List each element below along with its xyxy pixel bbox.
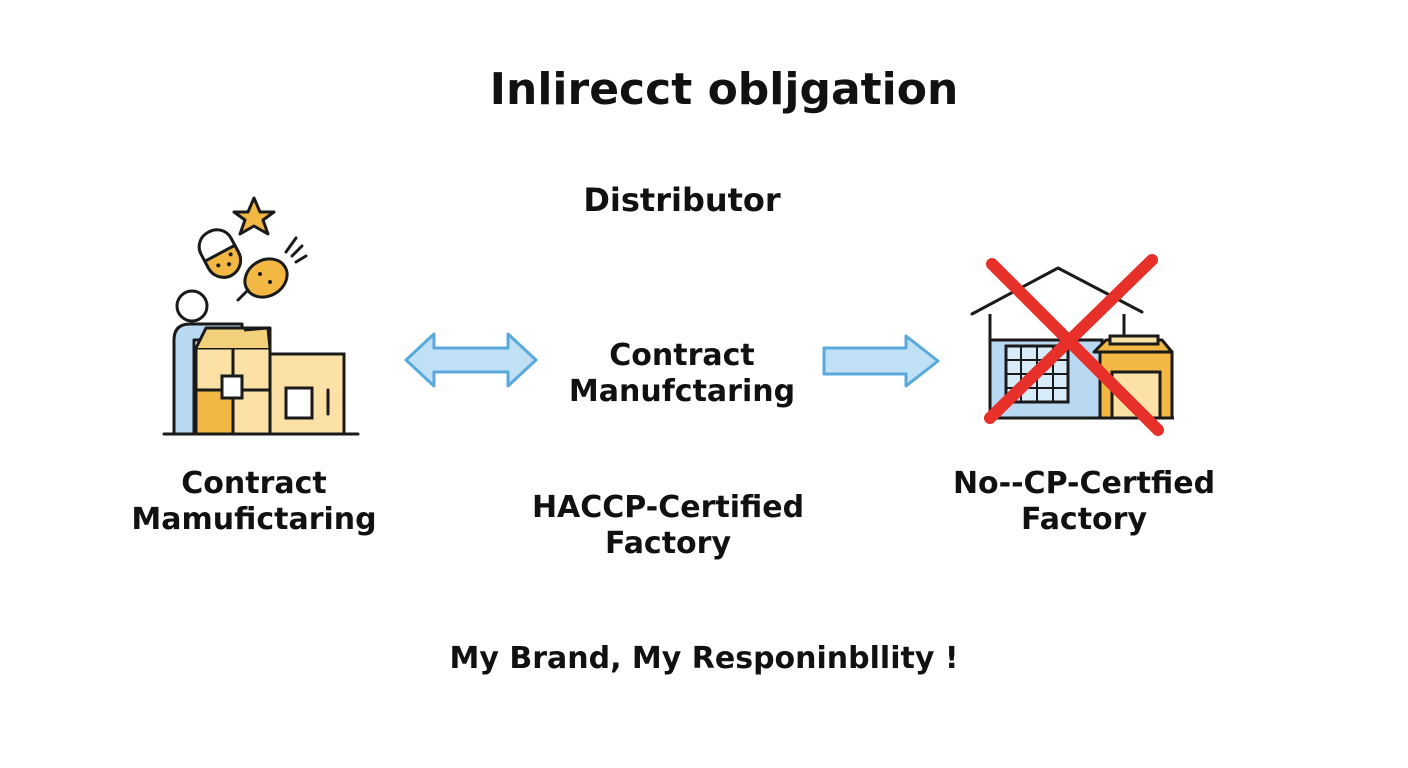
haccp-factory-label: HACCP-Certified Factory (468, 490, 868, 562)
haccp-factory-label-line-1: HACCP-Certified (531, 490, 805, 525)
contract-manufacturing-label-line-1: Contract (609, 338, 755, 373)
left-caption-line-1: Contract (181, 466, 327, 501)
contract-manufacturing-label: Contract Manufctaring (482, 338, 882, 410)
double-arrow-icon (404, 332, 538, 388)
left-caption-line-2: Mamufictaring (131, 502, 377, 537)
non-certified-factory-icon (970, 254, 1174, 436)
right-arrow-icon (822, 334, 940, 388)
distributor-label: Distributor (583, 181, 781, 219)
contract-manufacturing-icon (162, 196, 360, 436)
left-caption: Contract Mamufictaring (104, 466, 404, 538)
right-caption: No--CP-Certfied Factory (934, 466, 1234, 538)
haccp-factory-label-line-2: Factory (604, 526, 732, 561)
slogan: My Brand, My Responinbllity ! (449, 641, 959, 676)
right-caption-line-1: No--CP-Certfied (952, 466, 1216, 501)
contract-manufacturing-label-line-2: Manufctaring (568, 374, 796, 409)
diagram-title: Inlirecct obljgation (489, 64, 959, 115)
right-caption-line-2: Factory (1020, 502, 1148, 537)
